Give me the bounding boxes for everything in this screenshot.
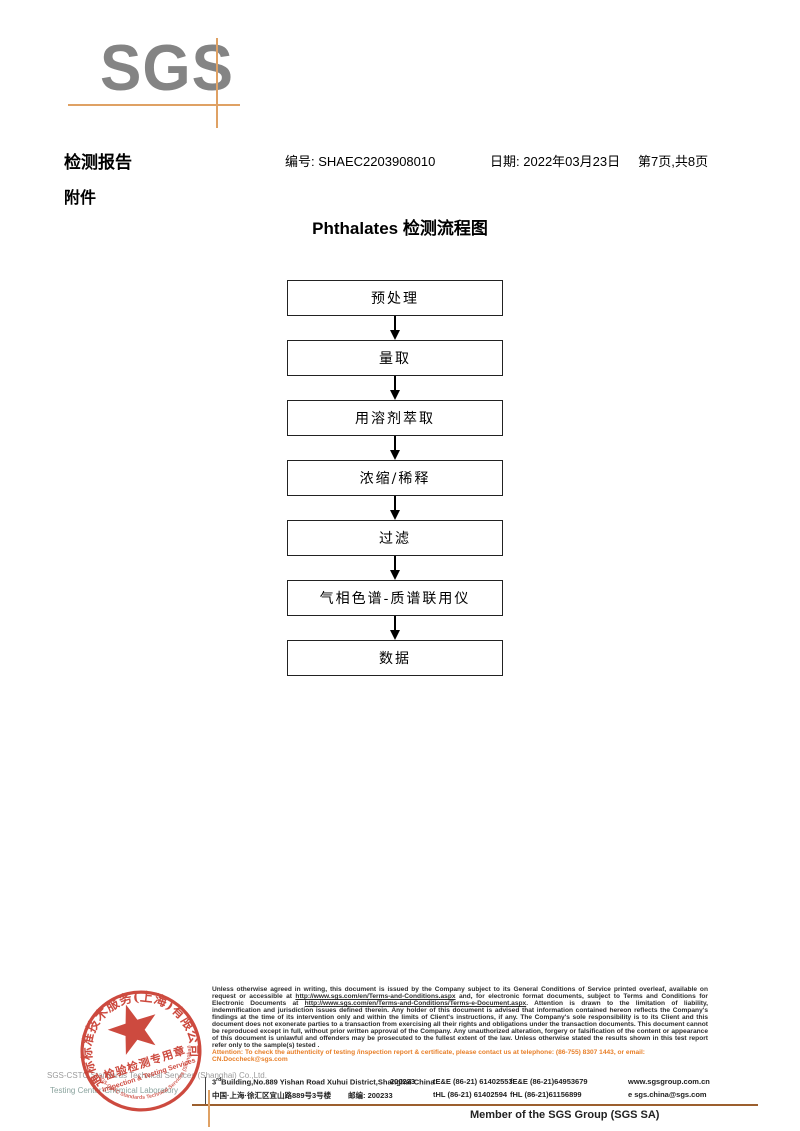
footer-rule: [192, 1104, 758, 1106]
arrow-stem: [394, 376, 396, 391]
arrow-head: [390, 570, 400, 580]
email: e sgs.china@sgs.com: [628, 1090, 707, 1099]
sgs-logo: SGS: [100, 32, 234, 105]
address-row-cn: 中国·上海·徐汇区宜山路889号3号楼 邮编: 200233 tHL (86-2…: [212, 1090, 772, 1103]
arrow-head: [390, 510, 400, 520]
flow-step-measure: 量取: [287, 340, 503, 376]
sgs-group-member-text: Member of the SGS Group (SGS SA): [470, 1109, 660, 1121]
legal-text-3: . Attention is drawn to the limitation o…: [212, 1000, 708, 1049]
telephone-en: tE&E (86-21) 61402553: [433, 1077, 513, 1086]
flow-arrow-2: [390, 376, 400, 400]
arrow-stem: [394, 436, 396, 451]
telephone-cn: tHL (86-21) 61402594: [433, 1090, 508, 1099]
flow-step-solvent-extraction: 用溶剂萃取: [287, 400, 503, 436]
arrow-head: [390, 630, 400, 640]
company-lab-name: Testing Center-Chemical Laboratory: [50, 1086, 179, 1095]
report-number-value: SHAEC2203908010: [318, 154, 436, 169]
arrow-head: [390, 450, 400, 460]
attachment-label: 附件: [64, 190, 97, 207]
postcode-value: 200233: [367, 1091, 393, 1100]
legal-disclaimer: Unless otherwise agreed in writing, this…: [212, 986, 708, 1049]
company-name-en: SGS-CSTC Standards Technical Services (S…: [47, 1071, 267, 1080]
flow-arrow-6: [390, 616, 400, 640]
flow-arrow-3: [390, 436, 400, 460]
flow-arrow-4: [390, 496, 400, 520]
arrow-head: [390, 330, 400, 340]
flowchart-title: Phthalates 检测流程图: [312, 219, 488, 238]
logo-vertical-line: [216, 38, 218, 128]
arrow-stem: [394, 316, 396, 331]
address-street-en: Building,No.889 Yishan Road Xuhui Distri…: [221, 1077, 435, 1087]
stamp-star-icon: [107, 1004, 156, 1055]
legal-text-1: Unless otherwise agreed in writing, this…: [212, 986, 708, 1000]
arrow-head: [390, 390, 400, 400]
address-street-cn: 中国·上海·徐汇区宜山路889号3号楼: [212, 1091, 332, 1100]
inspection-stamp: 通标标准技术服务(上海)有限公司 检验检测专用章 Inspection & Te…: [74, 984, 208, 1118]
report-date-value: 2022年03月23日: [523, 154, 621, 169]
flow-step-filter: 过滤: [287, 520, 503, 556]
report-title: 检测报告: [64, 153, 132, 172]
page-info: 第7页,共8页: [638, 154, 709, 169]
arrow-stem: [394, 556, 396, 571]
terms-e-document-url: http://www.sgs.com/en/Terms-and-Conditio…: [304, 1000, 527, 1007]
report-date: 日期: 2022年03月23日: [490, 151, 620, 170]
fax-cn: fHL (86-21)61156899: [510, 1090, 582, 1099]
report-number-label: 编号:: [285, 154, 315, 169]
postcode-label: 邮编:: [348, 1091, 366, 1100]
fax-en: fE&E (86-21)64953679: [510, 1077, 588, 1086]
address-building-number: 3: [212, 1077, 217, 1087]
flow-arrow-1: [390, 316, 400, 340]
postcode-cn: 邮编: 200233: [348, 1090, 393, 1101]
arrow-stem: [394, 616, 396, 631]
report-date-label: 日期:: [490, 154, 520, 169]
flow-step-pretreatment: 预处理: [287, 280, 503, 316]
address-row-en: 3rdBuilding,No.889 Yishan Road Xuhui Dis…: [212, 1077, 772, 1090]
report-number: 编号: SHAEC2203908010: [285, 151, 435, 170]
attention-notice: Attention: To check the authenticity of …: [212, 1049, 645, 1063]
stamp-ring: [80, 990, 202, 1112]
flow-step-data: 数据: [287, 640, 503, 676]
arrow-stem: [394, 496, 396, 511]
address-en: 3rdBuilding,No.889 Yishan Road Xuhui Dis…: [212, 1077, 435, 1087]
flow-step-concentrate-dilute: 浓缩/稀释: [287, 460, 503, 496]
terms-url: http://www.sgs.com/en/Terms-and-Conditio…: [295, 993, 456, 1000]
logo-horizontal-line: [68, 104, 240, 106]
address-building-sup: rd: [216, 1077, 222, 1083]
website: www.sgsgroup.com.cn: [628, 1077, 710, 1086]
address-divider-line: [205, 1077, 206, 1104]
legal-text-2: and, for electronic format documents, su…: [212, 993, 708, 1007]
postcode-en: 200233: [390, 1077, 416, 1086]
footer-crosshair-line: [208, 1090, 210, 1127]
flow-arrow-5: [390, 556, 400, 580]
flow-step-gcms: 气相色谱-质谱联用仪: [287, 580, 503, 616]
